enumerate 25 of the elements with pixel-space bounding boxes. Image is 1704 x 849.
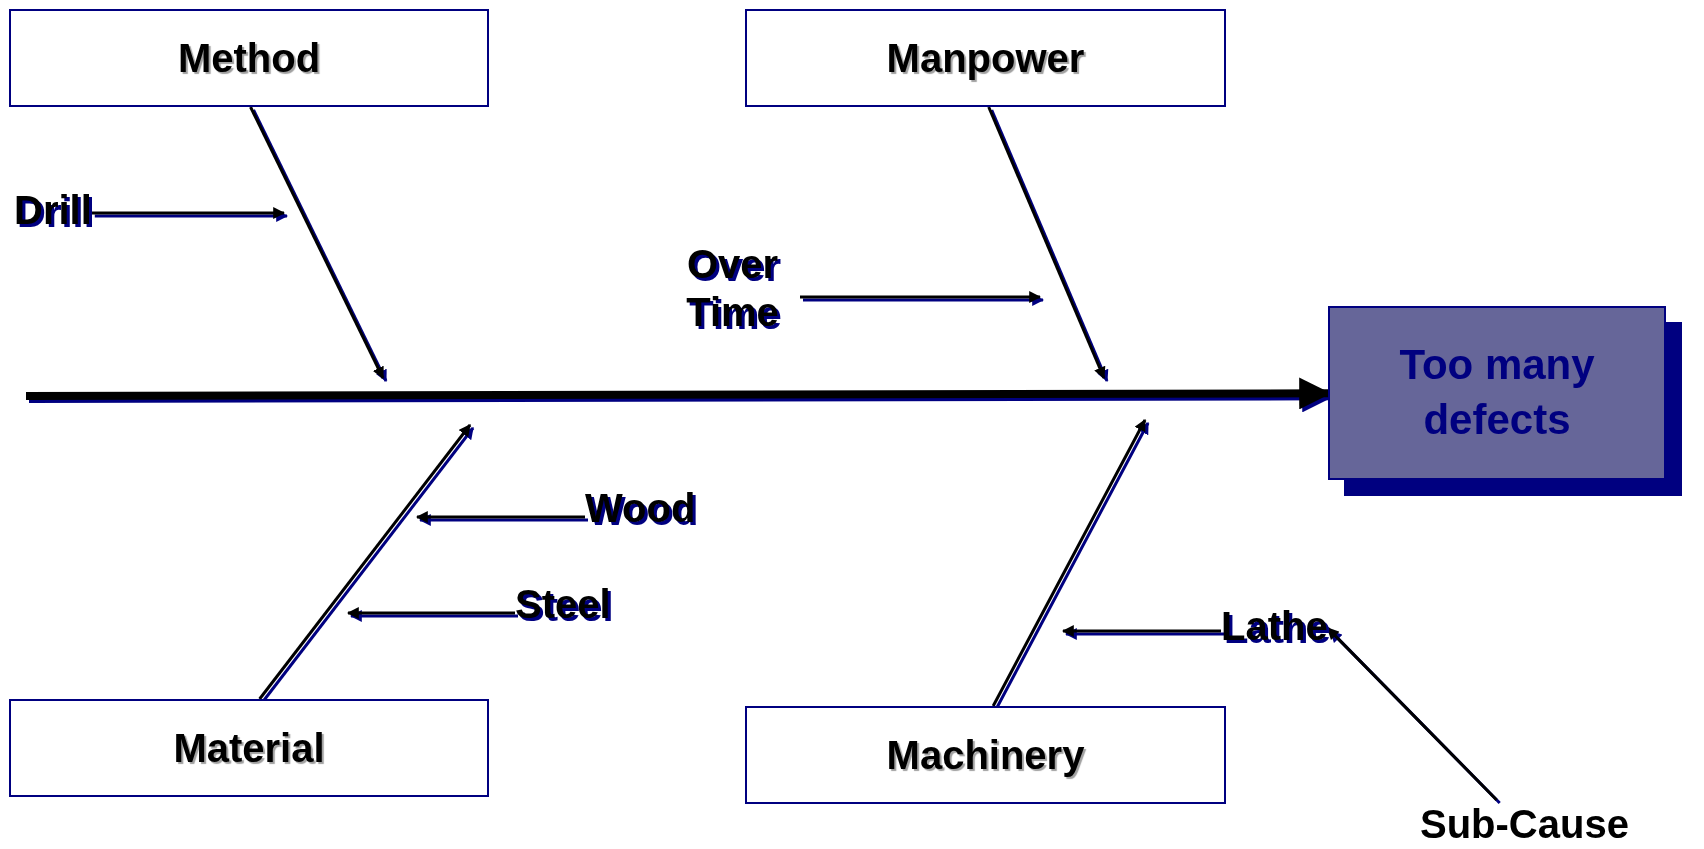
arrow — [1061, 625, 1221, 637]
arrow — [258, 424, 472, 700]
category-label: Method — [177, 35, 321, 82]
effect-label: Too many defects — [1398, 340, 1596, 445]
category-box — [9, 699, 489, 797]
category-label: Machinery — [886, 732, 1085, 779]
arrow — [991, 418, 1147, 707]
category-box — [745, 9, 1226, 107]
arrow — [800, 291, 1042, 303]
cause-label: Over Time — [665, 240, 800, 336]
arrow — [346, 607, 515, 619]
cause-label: Lathe — [1221, 602, 1328, 650]
cause-label: Drill — [14, 186, 92, 234]
leader-arrow — [1326, 627, 1498, 802]
arrow — [987, 106, 1106, 380]
arrow — [249, 106, 385, 380]
category-box — [745, 706, 1226, 804]
category-box — [9, 9, 489, 107]
arrow — [415, 511, 585, 523]
cause-label: Steel — [515, 580, 611, 628]
legend-label: Sub-Cause — [1420, 800, 1629, 848]
cause-label: Wood — [585, 484, 696, 532]
category-label: Manpower — [886, 35, 1085, 82]
category-label: Material — [173, 725, 325, 772]
arrow — [91, 207, 286, 219]
